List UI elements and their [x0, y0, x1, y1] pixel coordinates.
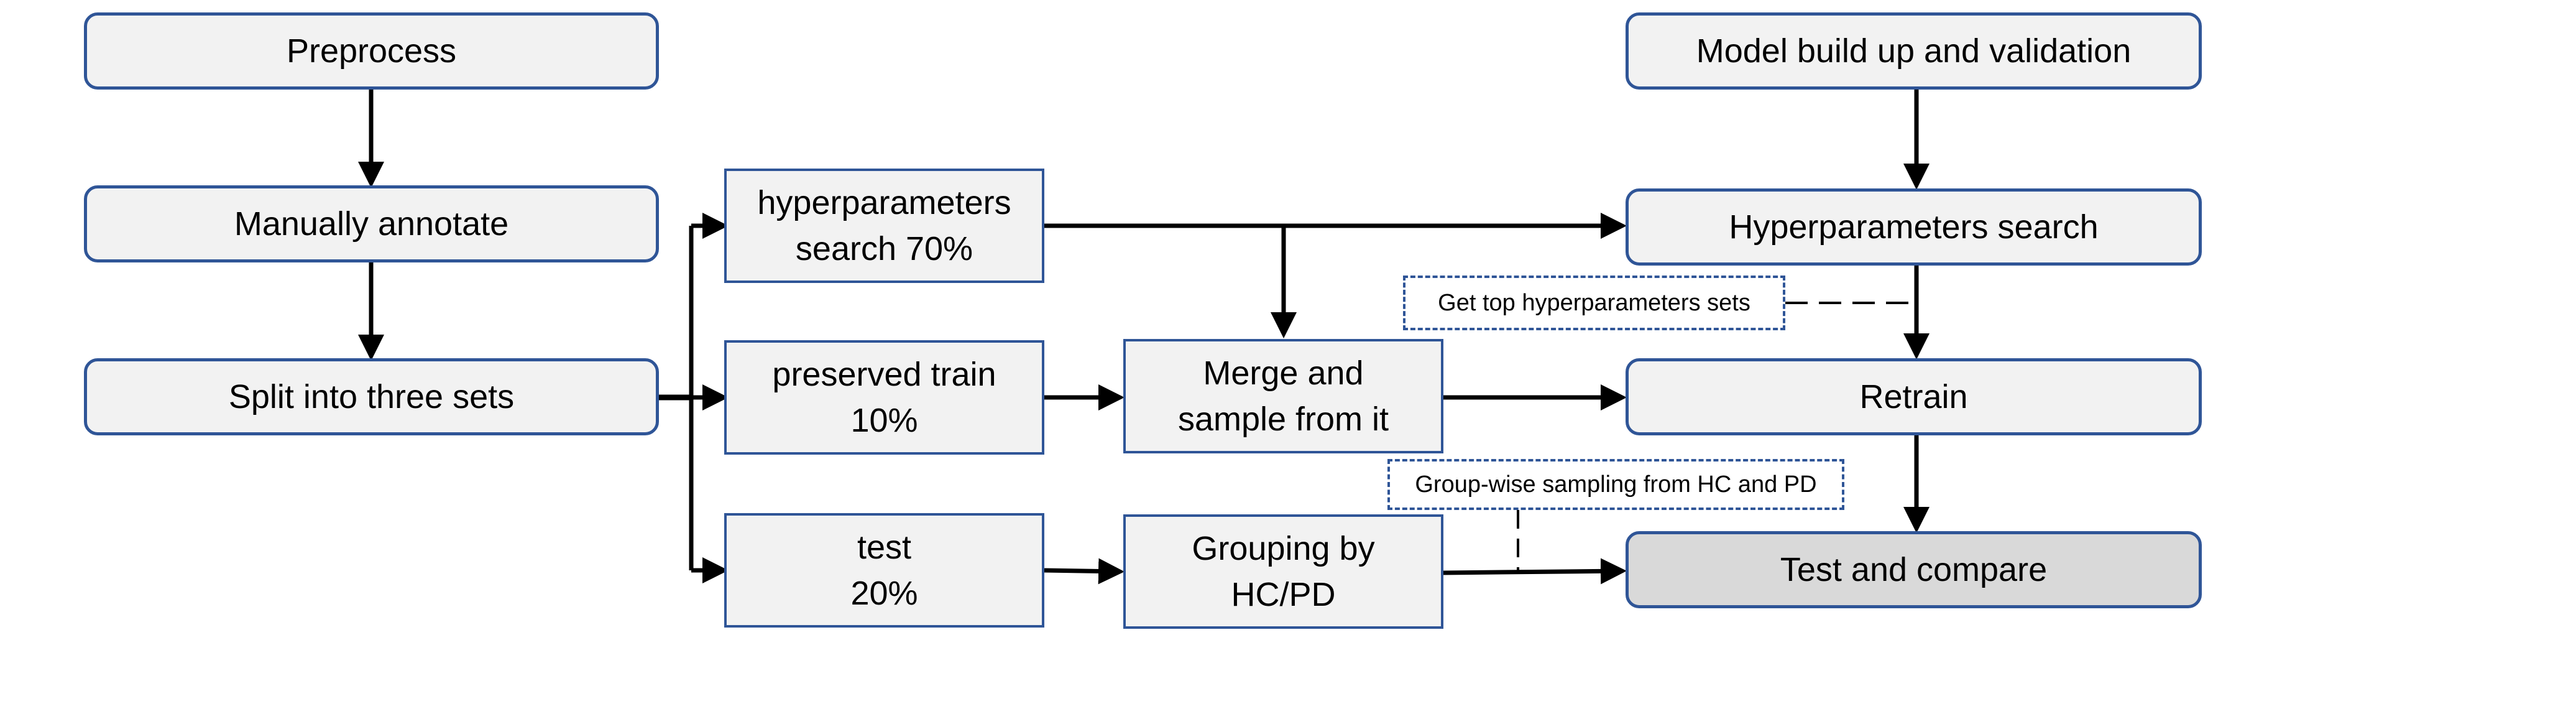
node-hyperparameters-search: Hyperparameters search	[1626, 188, 2202, 266]
node-hyper-split-line2: search 70%	[795, 230, 973, 267]
node-hyper-split-line1: hyperparameters	[757, 184, 1011, 221]
node-test-line2: 20%	[850, 575, 918, 612]
node-retrain-label: Retrain	[1859, 378, 1968, 415]
node-grouping-line2: HC/PD	[1231, 576, 1336, 613]
note-group-wise-sampling: Group-wise sampling from HC and PD	[1387, 459, 1844, 510]
node-test-compare-label: Test and compare	[1780, 551, 2048, 588]
node-test-line1: test	[857, 529, 912, 566]
node-merge-line1: Merge and	[1203, 355, 1364, 392]
node-preprocess-label: Preprocess	[286, 32, 457, 70]
node-manually-annotate: Manually annotate	[84, 185, 659, 262]
node-preserved-line1: preserved train	[772, 356, 996, 393]
node-grouping-by-hc-pd: Grouping by HC/PD	[1123, 514, 1443, 629]
node-grouping-line1: Grouping by	[1192, 530, 1375, 567]
node-retrain: Retrain	[1626, 358, 2202, 435]
node-merge-line2: sample from it	[1177, 401, 1389, 438]
arrow-grouping-to-test-compare	[1443, 558, 1627, 585]
node-preserved-line2: 10%	[850, 402, 918, 439]
node-merge-and-sample: Merge and sample from it	[1123, 339, 1443, 453]
node-preserved-train-10: preserved train 10%	[724, 340, 1044, 455]
node-split-label: Split into three sets	[228, 378, 515, 415]
node-test-20: test 20%	[724, 513, 1044, 628]
note-group-sampling-text: Group-wise sampling from HC and PD	[1415, 471, 1817, 498]
note-get-top-hyperparameters-sets: Get top hyperparameters sets	[1403, 276, 1785, 330]
node-manually-annotate-label: Manually annotate	[234, 205, 509, 243]
node-test-and-compare: Test and compare	[1626, 531, 2202, 608]
node-hyperparameters-search-70: hyperparameters search 70%	[724, 169, 1044, 283]
node-hyper-search-label: Hyperparameters search	[1729, 208, 2099, 246]
node-preprocess: Preprocess	[84, 12, 659, 90]
note-top-sets-text: Get top hyperparameters sets	[1438, 289, 1750, 316]
node-split-into-three-sets: Split into three sets	[84, 358, 659, 435]
node-model-build-up: Model build up and validation	[1626, 12, 2202, 90]
node-model-build-label: Model build up and validation	[1696, 32, 2132, 70]
arrow-test-to-grouping	[1044, 558, 1125, 585]
